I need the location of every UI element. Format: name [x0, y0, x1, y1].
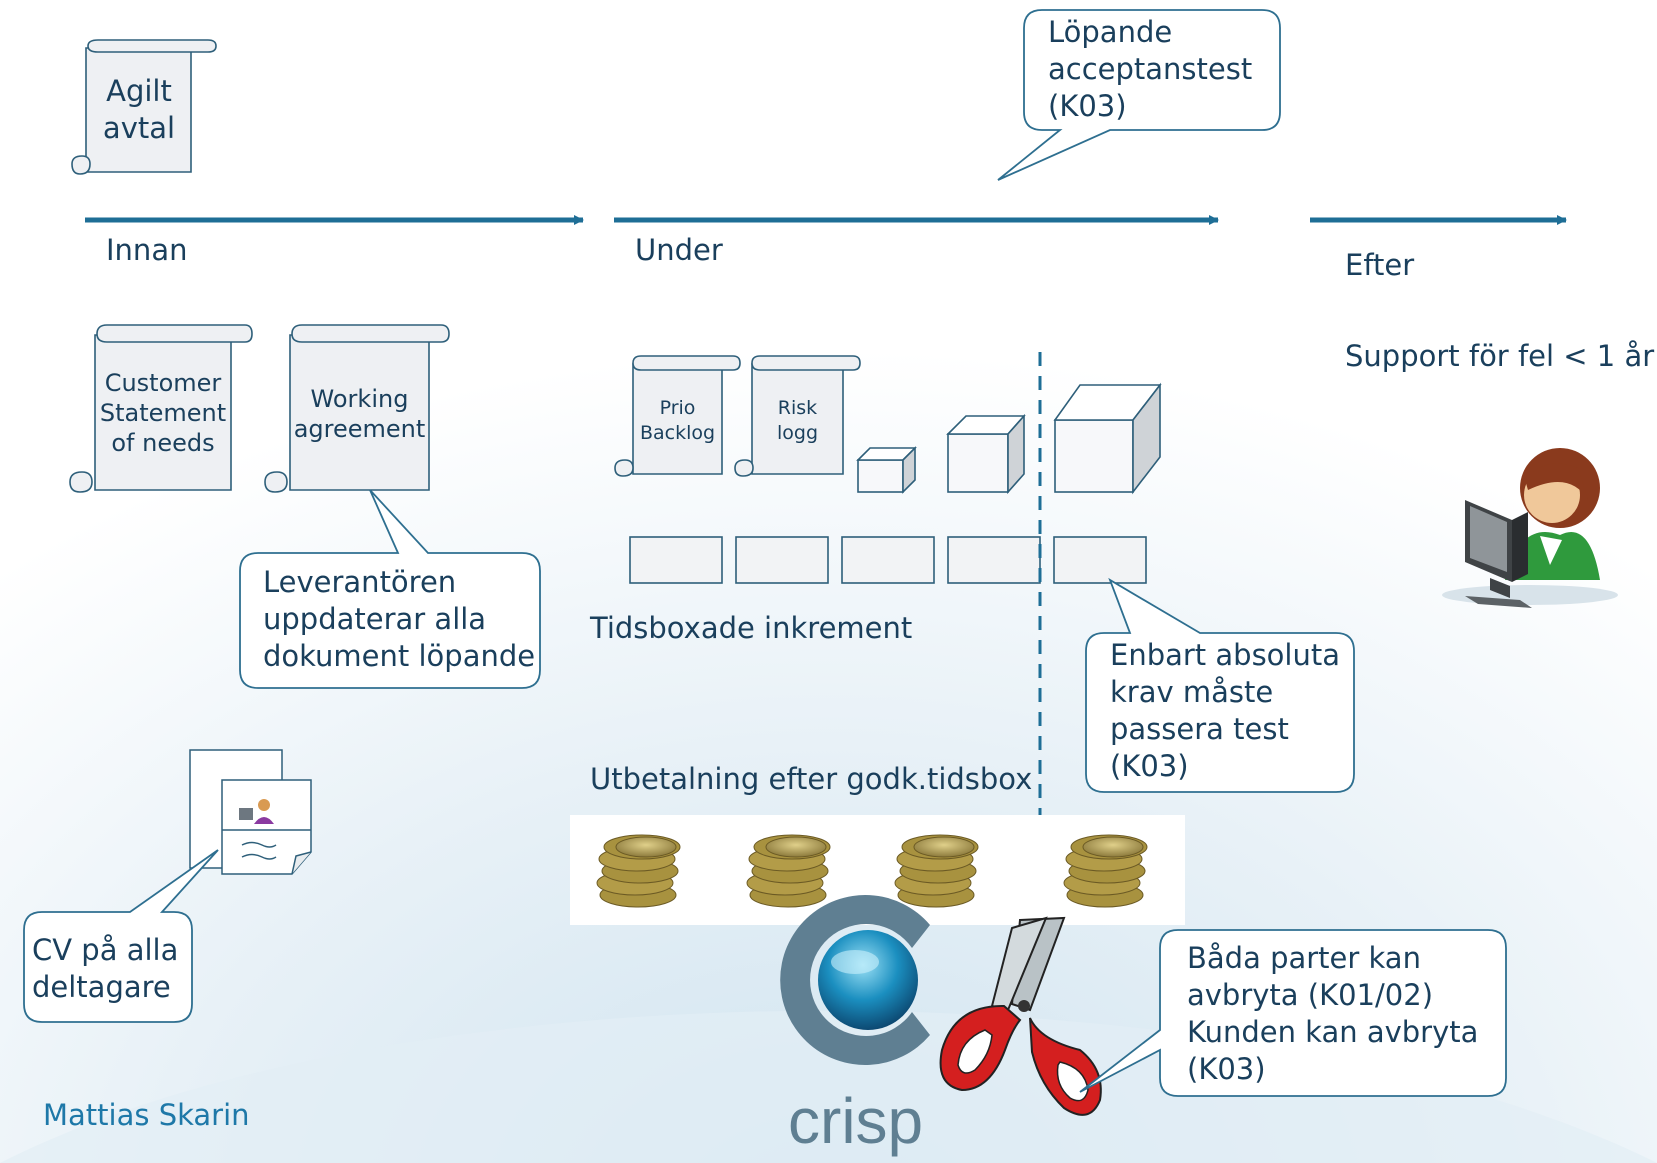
- agile-contract-label: Agilt avtal: [102, 74, 176, 145]
- callout-cv: [23, 849, 219, 1023]
- payment-label: Utbetalning efter godk.tidsbox: [590, 762, 1033, 796]
- callout-acceptance-test: [997, 9, 1281, 181]
- increment-box-4: [947, 536, 1041, 584]
- cancel-text: Båda parter kan avbryta (K01/02) Kunden …: [1187, 941, 1479, 1086]
- increment-box-5: [1053, 536, 1147, 584]
- cube-medium: [946, 413, 1026, 495]
- coin-stack-1: [596, 834, 681, 908]
- scroll-customer-statement: [69, 324, 253, 493]
- increment-box-1: [629, 536, 723, 584]
- working-agreement-label: Working agreement: [293, 385, 426, 443]
- phase-during-label: Under: [635, 233, 723, 267]
- supplier-updates-text: Leverantören uppdaterar alla dokument lö…: [263, 565, 536, 673]
- crisp-logo-icon: [780, 894, 930, 1065]
- increment-box-2: [735, 536, 829, 584]
- risk-log-label: Risk logg: [776, 397, 819, 444]
- prio-backlog-label: Prio Backlog: [639, 397, 716, 444]
- crisp-logo-text: crisp: [788, 1085, 924, 1157]
- cv-documents: [189, 749, 312, 875]
- absolute-requirements-text: Enbart absoluta krav måste passera test …: [1110, 638, 1341, 783]
- author-label: Mattias Skarin: [43, 1098, 250, 1132]
- customer-statement-label: Customer Statement of needs: [99, 369, 227, 457]
- cube-small: [856, 446, 917, 494]
- phase-after-label: Efter: [1345, 248, 1415, 282]
- coin-stack-4: [1063, 834, 1148, 908]
- increment-box-3: [841, 536, 935, 584]
- acceptance-test-text: Löpande acceptanstest (K03): [1048, 15, 1253, 123]
- coin-stack-2: [746, 834, 831, 908]
- callout-absolute-requirements: [1085, 577, 1355, 793]
- scroll-agile-contract: [71, 39, 217, 175]
- callout-supplier-updates: [239, 489, 541, 689]
- support-label: Support för fel < 1 år: [1345, 339, 1655, 373]
- scroll-risk-log: [734, 355, 861, 477]
- cv-text: CV på alla deltagare: [32, 933, 179, 1004]
- support-user-icon: [1442, 448, 1618, 608]
- scroll-working-agreement: [264, 324, 450, 493]
- phase-before-label: Innan: [106, 233, 188, 267]
- cube-large: [1053, 382, 1162, 495]
- callout-cancel: [1079, 929, 1507, 1097]
- scroll-prio-backlog: [614, 355, 741, 477]
- scissors-icon: [939, 916, 1102, 1116]
- timeboxed-increments-label: Tidsboxade inkrement: [590, 611, 913, 645]
- coin-stack-3: [894, 834, 979, 908]
